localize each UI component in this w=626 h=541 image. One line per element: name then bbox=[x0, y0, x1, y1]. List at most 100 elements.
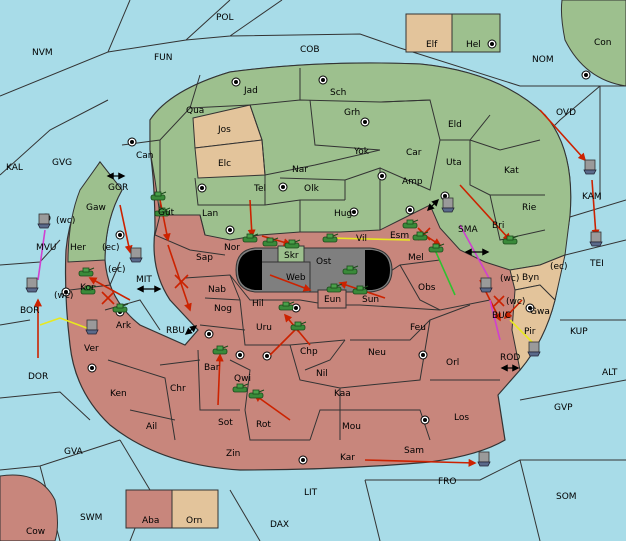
tank-icon bbox=[428, 243, 445, 253]
move-arrow-icon bbox=[88, 277, 131, 301]
label-kar: Kar bbox=[340, 453, 355, 463]
label-buc: BUC bbox=[492, 311, 511, 321]
ship-icon bbox=[441, 197, 455, 213]
move-arrow-icon bbox=[215, 353, 224, 406]
label-jad: Jad bbox=[243, 86, 258, 96]
label-bar: Bar bbox=[204, 363, 220, 373]
label-rod: ROD bbox=[500, 353, 520, 363]
label-byn: Byn bbox=[522, 273, 539, 283]
region-labels: POL NVM FUN COB NOM Con Elf Hel OVD KAL … bbox=[6, 13, 618, 537]
tank-icon bbox=[112, 303, 129, 313]
label-tei: TEI bbox=[589, 259, 604, 269]
supply-centers bbox=[41, 39, 591, 465]
label-ail: Ail bbox=[146, 422, 157, 432]
label-gva: GVA bbox=[64, 447, 84, 457]
label-swm: SWM bbox=[80, 513, 102, 523]
label-vil: Vil bbox=[356, 234, 367, 244]
label-kal: KAL bbox=[6, 163, 23, 173]
label-tel: Tel bbox=[253, 184, 266, 194]
inset-aba[interactable] bbox=[125, 489, 173, 529]
label-nar: Nar bbox=[292, 165, 308, 175]
inset-orn[interactable] bbox=[171, 489, 219, 529]
tank-icon bbox=[154, 207, 171, 217]
label-mvu: MVU bbox=[36, 243, 57, 253]
label-hel: Hel bbox=[466, 40, 481, 50]
label-qua: Qua bbox=[186, 106, 204, 116]
tank-icon bbox=[150, 191, 167, 201]
label-coast-wc: (wc) bbox=[56, 216, 75, 226]
label-car: Car bbox=[406, 148, 422, 158]
label-grh: Grh bbox=[344, 108, 360, 118]
move-arrow-icon bbox=[489, 299, 501, 341]
units bbox=[25, 159, 603, 467]
label-bor: BOR bbox=[20, 306, 39, 316]
label-uru: Uru bbox=[256, 323, 272, 333]
label-web: Web bbox=[286, 273, 306, 283]
label-gvg: GVG bbox=[52, 158, 72, 168]
ship-icon bbox=[129, 247, 143, 263]
tank-icon bbox=[242, 233, 259, 243]
connection-arrows bbox=[106, 172, 520, 372]
move-arrow-icon bbox=[119, 204, 133, 254]
tank-icon bbox=[278, 301, 295, 311]
tank-icon bbox=[342, 265, 359, 275]
move-arrow-icon bbox=[39, 317, 61, 326]
tank-icon bbox=[352, 285, 369, 295]
move-arrow-icon bbox=[253, 394, 291, 421]
label-gor: GOR bbox=[108, 183, 128, 193]
region-gwa[interactable] bbox=[511, 284, 556, 372]
inset-elf[interactable] bbox=[405, 13, 453, 53]
region-con[interactable] bbox=[560, 0, 626, 87]
label-nog: Nog bbox=[214, 304, 232, 314]
label-yok: Yok bbox=[353, 147, 370, 157]
label-nab: Nab bbox=[208, 285, 226, 295]
label-jos: Jos bbox=[217, 125, 231, 135]
move-arrow-icon bbox=[37, 229, 46, 281]
tank-icon bbox=[412, 231, 429, 241]
move-arrow-icon bbox=[539, 109, 587, 162]
region-cow[interactable] bbox=[0, 474, 58, 541]
label-som: SOM bbox=[556, 492, 577, 502]
tank-icon bbox=[232, 383, 249, 393]
label-coast-ec: (ec) bbox=[102, 243, 120, 253]
label-fun: FUN bbox=[154, 53, 173, 63]
tank-icon bbox=[502, 235, 519, 245]
move-arrow-icon bbox=[434, 249, 456, 296]
label-nom: NOM bbox=[532, 55, 554, 65]
tank-icon bbox=[78, 267, 95, 277]
label-ost: Ost bbox=[316, 257, 332, 267]
label-kam: KAM bbox=[582, 192, 602, 202]
label-mel: Mel bbox=[408, 253, 424, 263]
label-lan: Lan bbox=[202, 209, 218, 219]
label-dax: DAX bbox=[270, 520, 289, 530]
label-orl: Orl bbox=[446, 358, 459, 368]
tank-icon bbox=[326, 283, 343, 293]
central-dark-region bbox=[235, 247, 393, 293]
tank-icon bbox=[262, 237, 279, 247]
ship-icon bbox=[589, 231, 603, 247]
label-orn: Orn bbox=[186, 516, 202, 526]
label-lit: LIT bbox=[304, 488, 318, 498]
label-skr: Skr bbox=[284, 251, 299, 261]
tank-icon bbox=[322, 233, 339, 243]
label-gvp: GVP bbox=[554, 403, 573, 413]
ship-icon bbox=[479, 277, 493, 293]
label-los: Los bbox=[454, 413, 469, 423]
move-arrow-icon bbox=[167, 244, 192, 312]
green-west-strip bbox=[67, 161, 123, 263]
label-con: Con bbox=[594, 38, 612, 48]
ship-icon bbox=[25, 277, 39, 293]
label-mit: MIT bbox=[136, 275, 152, 285]
label-fro: FRO bbox=[438, 477, 457, 487]
label-kor: Kor bbox=[80, 283, 95, 293]
label-coast-ec: (ec) bbox=[550, 262, 568, 272]
label-sot: Sot bbox=[218, 418, 233, 428]
ship-icon bbox=[37, 213, 51, 229]
ship-icon bbox=[477, 451, 491, 467]
label-gwa: Gwa bbox=[530, 307, 550, 317]
label-chr: Chr bbox=[170, 384, 186, 394]
label-qwi: Qwi bbox=[234, 374, 251, 384]
label-esm: Esm bbox=[390, 231, 409, 241]
